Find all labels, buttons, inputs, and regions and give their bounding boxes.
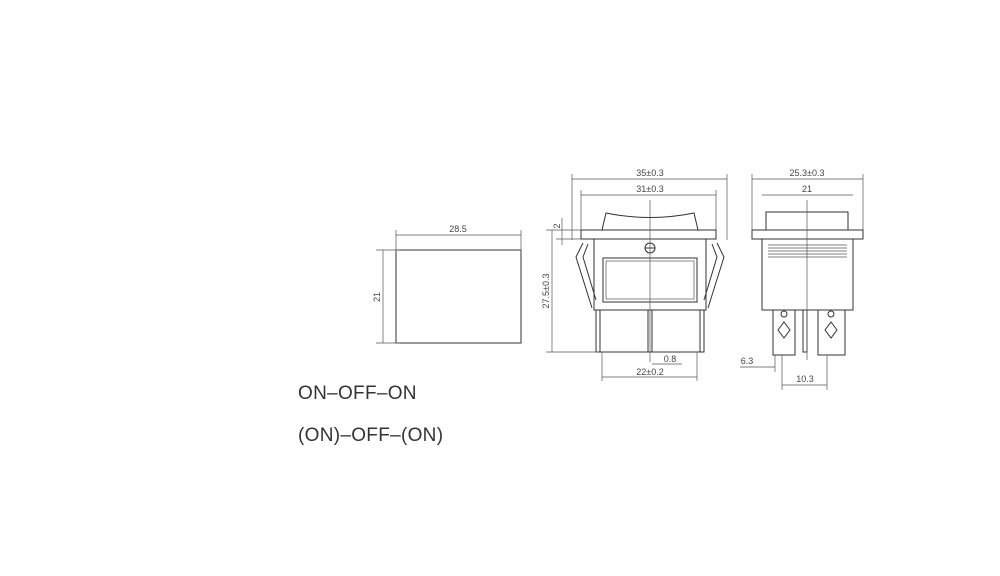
side-body-width: 21 — [802, 184, 812, 194]
front-height: 27.5±0.3 — [541, 274, 551, 309]
front-flange-thickness: 2 — [552, 223, 562, 228]
side-terminal-pitch: 10.3 — [796, 374, 814, 384]
hatching — [768, 244, 847, 258]
panel-cutout: 28.5 21 — [372, 224, 522, 344]
front-overall-width: 35±0.3 — [636, 168, 663, 178]
side-view: 25.3±0.3 21 6.3 10.3 — [740, 168, 864, 390]
mode-label-on-off-on: ON–OFF–ON — [298, 383, 417, 404]
front-flange-width: 31±0.3 — [636, 184, 663, 194]
cutout-width-label: 28.5 — [449, 224, 467, 234]
mode-label-momentary: (ON)–OFF–(ON) — [298, 425, 444, 446]
front-terminal-span: 22±0.2 — [636, 367, 663, 377]
front-terminal-thickness: 0.8 — [664, 354, 677, 364]
side-terminal-width: 6.3 — [741, 356, 754, 366]
side-overall-width: 25.3±0.3 — [790, 168, 825, 178]
front-view: 35±0.3 31±0.3 27.5±0.3 2 22±0.2 0.8 — [541, 168, 728, 381]
cutout-height-label: 21 — [372, 292, 382, 302]
